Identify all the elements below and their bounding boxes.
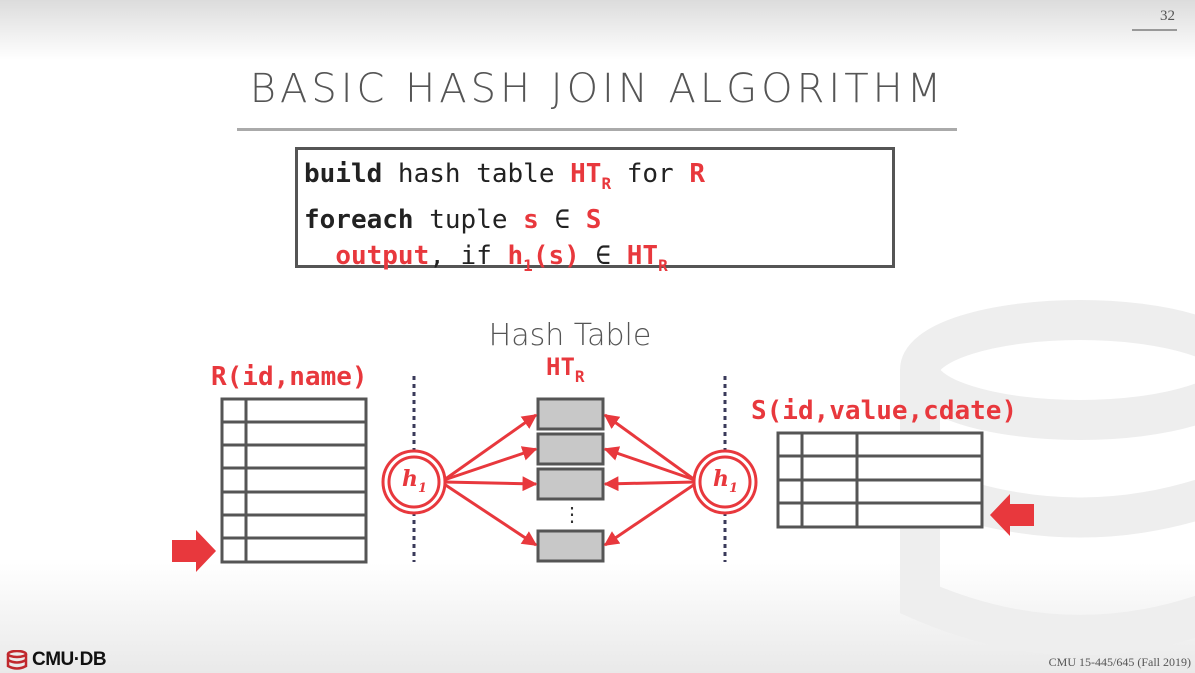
pseudocode-box: build hash table HTR for R foreach tuple… xyxy=(295,147,895,275)
hash-function-subscript: 1 xyxy=(729,481,739,496)
code-highlight: HT xyxy=(570,159,602,189)
code-highlight: s xyxy=(523,205,539,235)
hash-function-subscript: 1 xyxy=(418,481,428,496)
code-text: , if xyxy=(429,241,508,271)
left-hash-arrows xyxy=(443,413,538,547)
code-subscript: 1 xyxy=(523,256,533,275)
scan-arrow-right-icon xyxy=(990,494,1034,536)
code-highlight: output xyxy=(335,241,430,271)
hash-function-text: h xyxy=(402,466,418,492)
scan-arrow-left-icon xyxy=(172,530,216,572)
hash-function-right-label: h1 xyxy=(713,466,738,496)
code-subscript: R xyxy=(601,174,612,193)
code-highlight: HT xyxy=(626,241,659,271)
hash-table-name: HTR xyxy=(546,353,585,386)
code-text: ∈ xyxy=(538,205,586,235)
table-s xyxy=(776,431,984,529)
code-line-output: output, if h1(s) ∈ HTR xyxy=(304,238,892,284)
hash-table-caption: Hash Table xyxy=(488,318,652,353)
hash-function-left-icon xyxy=(381,449,447,515)
code-subscript: R xyxy=(658,256,668,275)
course-footer: CMU 15-445/645 (Fall 2019) xyxy=(1048,655,1191,669)
code-line-build: build hash table HTR for R xyxy=(304,156,892,202)
cmu-db-logo: CMU·DB xyxy=(6,649,107,671)
header-gradient xyxy=(0,0,1195,60)
hash-function-right-icon xyxy=(692,449,758,515)
hash-table-name-text: HT xyxy=(546,353,575,381)
code-highlight: h xyxy=(507,241,524,271)
logo-text: CMU·DB xyxy=(32,649,107,670)
code-highlight: R xyxy=(689,159,706,189)
right-hash-arrows xyxy=(603,413,696,547)
table-r xyxy=(220,397,368,564)
hash-function-text: h xyxy=(713,466,729,492)
code-keyword: foreach xyxy=(304,205,414,235)
page-number: 32 xyxy=(1132,8,1177,31)
code-highlight: (s) xyxy=(532,241,580,271)
code-keyword: build xyxy=(304,159,383,189)
hash-function-left-label: h1 xyxy=(402,466,427,496)
table-r-label: R(id,name) xyxy=(211,362,368,392)
code-line-foreach: foreach tuple s ∈ S xyxy=(304,202,892,238)
hash-table-subscript: R xyxy=(574,367,585,386)
slide-title: BASIC HASH JOIN ALGORITHM xyxy=(249,66,946,112)
title-underline xyxy=(237,128,957,131)
table-s-label: S(id,value,cdate) xyxy=(751,396,1018,426)
code-text: tuple xyxy=(413,205,524,235)
code-text: ∈ xyxy=(579,241,627,271)
database-logo-icon xyxy=(6,650,28,670)
ellipsis: ⋮ xyxy=(562,502,582,526)
code-highlight: S xyxy=(585,205,602,235)
code-text: hash table xyxy=(382,159,571,189)
code-text: for xyxy=(611,159,690,189)
hash-table-buckets xyxy=(536,397,605,563)
